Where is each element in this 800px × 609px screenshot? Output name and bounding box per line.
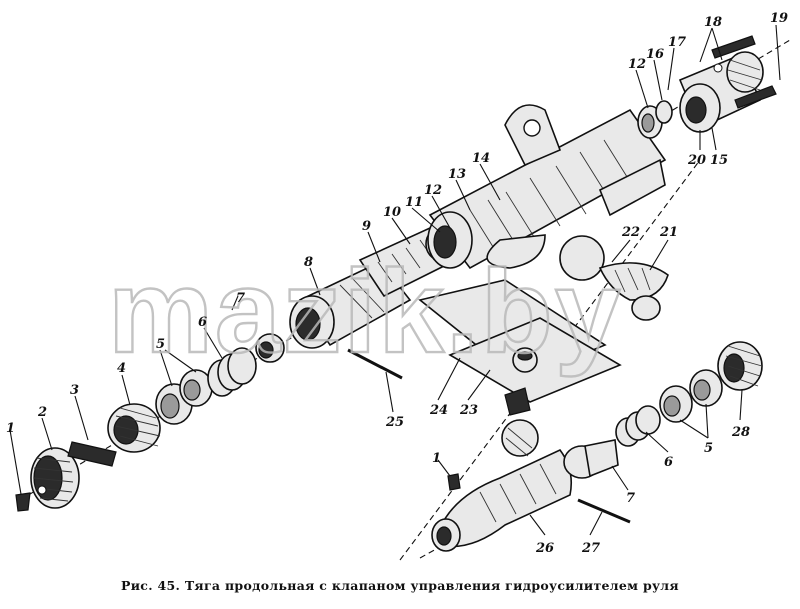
label-9: 9 [362, 219, 371, 234]
part-6-spring-left [207, 347, 257, 397]
label-6-right: 6 [664, 455, 673, 470]
ball-stud [501, 419, 539, 457]
label-10: 10 [383, 205, 401, 220]
label-11: 11 [405, 195, 423, 210]
part-5-ball-seat-left [155, 369, 213, 425]
part-26-tie-rod-end [431, 449, 573, 552]
part-13-14-main-tube [427, 104, 667, 270]
label-13: 13 [448, 167, 466, 182]
label-22: 22 [621, 225, 640, 240]
label-17: 17 [668, 35, 686, 50]
label-7-right: 7 [626, 491, 635, 506]
label-12-upper: 12 [628, 57, 646, 72]
label-3: 3 [70, 383, 79, 398]
part-4-threaded-nut [107, 403, 161, 453]
part-labels: 1 2 3 4 5 6 7 8 9 10 11 12 13 14 12 16 1… [6, 11, 788, 556]
label-26: 26 [535, 541, 554, 556]
part-7-seat-right [563, 439, 619, 479]
part-8-sleeve [289, 261, 412, 349]
label-21: 21 [659, 225, 678, 240]
label-12: 12 [424, 183, 442, 198]
label-8: 8 [304, 255, 313, 270]
label-5: 5 [156, 337, 165, 352]
part-6-spring-right [615, 405, 661, 447]
label-27: 27 [581, 541, 600, 556]
part-25-pin [347, 348, 403, 380]
label-18: 18 [704, 15, 722, 30]
label-24: 24 [429, 403, 448, 418]
label-25: 25 [385, 415, 404, 430]
part-12-rings [637, 100, 673, 139]
part-5-ball-seat-right [659, 369, 723, 423]
leader-lines [41, 24, 781, 536]
part-15-20-end-head [678, 35, 777, 133]
part-28-threaded-plug-right [717, 341, 763, 391]
watermark: mazik.by [108, 246, 622, 378]
label-14: 14 [472, 151, 490, 166]
part-23-24-plate [418, 279, 622, 416]
label-2: 2 [37, 405, 47, 420]
spacer-bushing [255, 333, 285, 363]
part-27-pin [577, 498, 631, 524]
part-1-grease-nipple-lower [447, 473, 461, 491]
label-6: 6 [198, 315, 207, 330]
label-1-lower: 1 [432, 451, 441, 466]
part-2-threaded-plug [30, 447, 80, 509]
label-19: 19 [770, 11, 788, 26]
part-21-22-ball-joint [559, 235, 669, 321]
label-28: 28 [731, 425, 750, 440]
label-4: 4 [117, 361, 126, 376]
label-1: 1 [6, 421, 15, 436]
label-16: 16 [646, 47, 664, 62]
figure-caption: Рис. 45. Тяга продольная с клапаном упра… [121, 578, 679, 593]
label-15: 15 [710, 153, 728, 168]
part-1-grease-nipple [9, 429, 31, 512]
label-5-right: 5 [704, 441, 713, 456]
part-3-key [67, 441, 117, 467]
label-7: 7 [236, 291, 245, 306]
label-20: 20 [687, 153, 706, 168]
label-23: 23 [459, 403, 478, 418]
